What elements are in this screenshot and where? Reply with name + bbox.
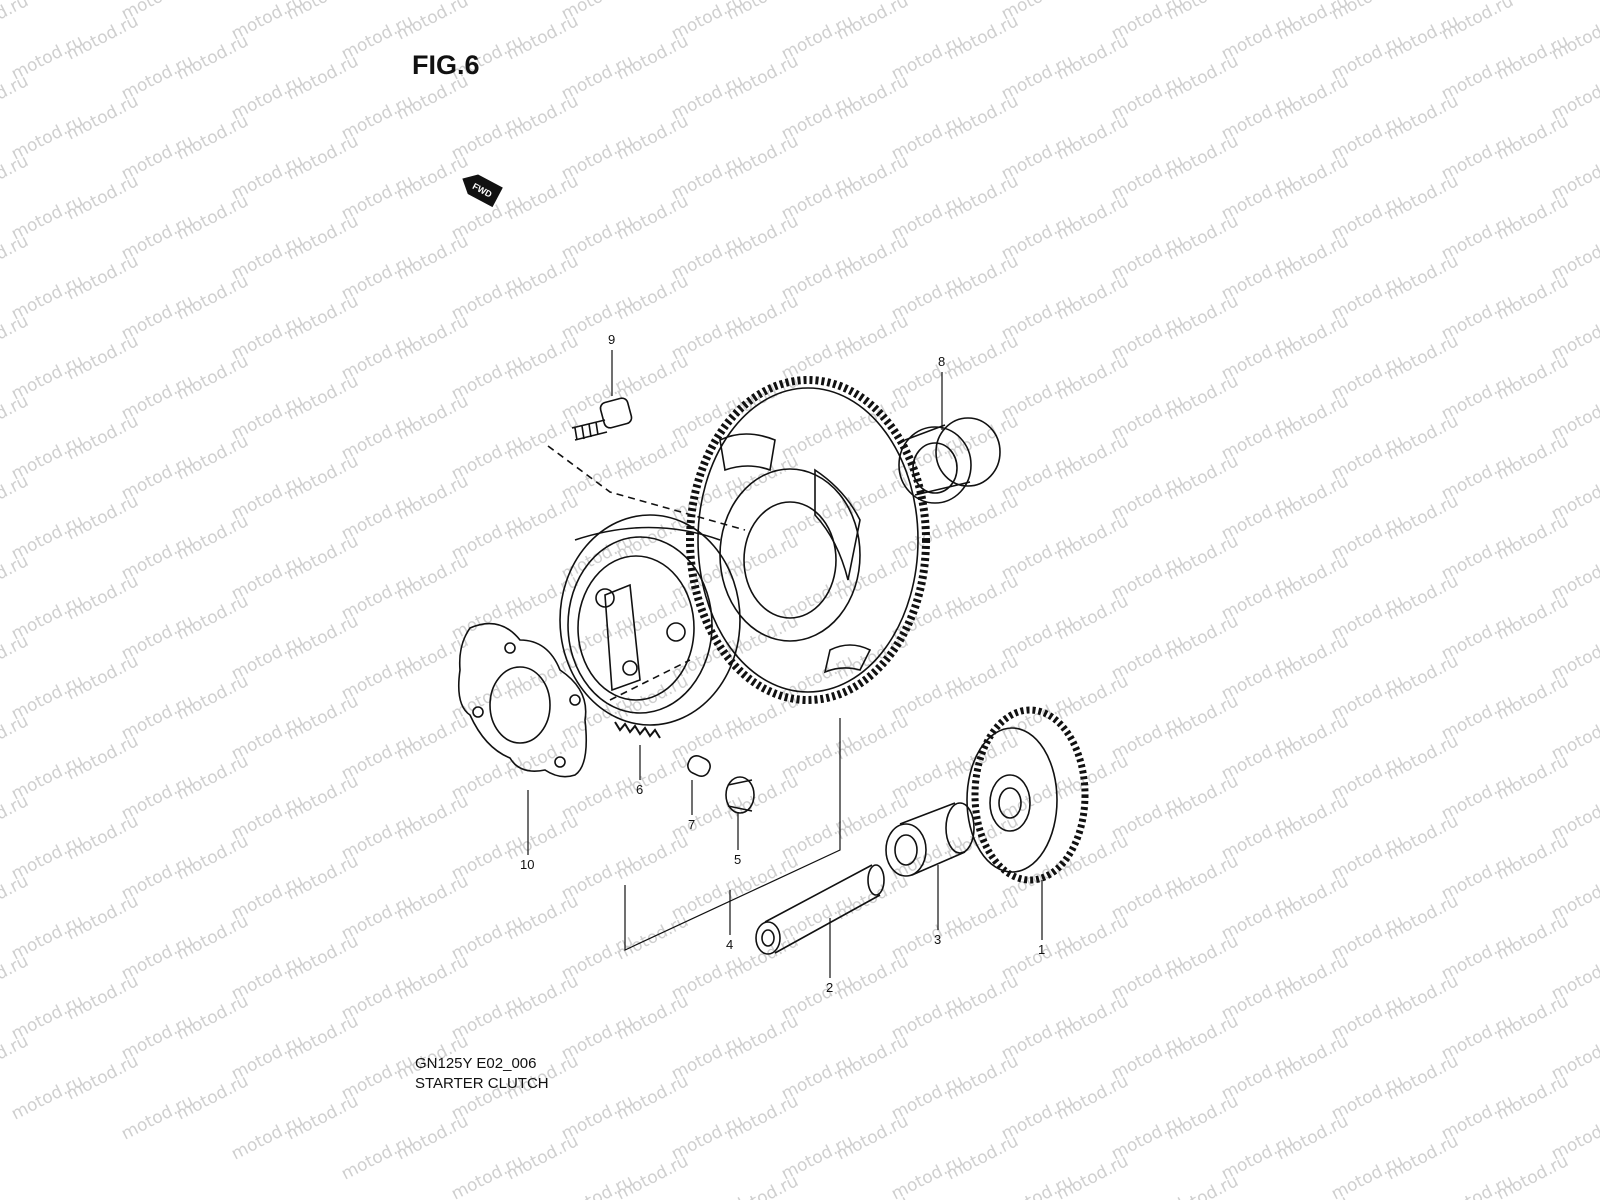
plate-part [457,622,588,778]
idle-gear [966,706,1089,884]
watermark-text: motod.ru [833,1191,912,1200]
watermark-text: motod.ru [0,0,32,44]
callout-5: 5 [734,852,741,867]
bushing-part [885,802,975,877]
needle-bearing-part [898,417,1001,504]
watermark-text: motod.ru [173,0,252,4]
callout-7: 7 [688,817,695,832]
leader-lines [527,350,1043,978]
callout-10: 10 [520,857,534,872]
callout-2: 2 [826,980,833,995]
watermark-text: motod.ru [1053,0,1132,4]
callout-3: 3 [934,932,941,947]
plunger-part [687,755,711,777]
callout-1: 1 [1038,942,1045,957]
diagram-name: STARTER CLUTCH [415,1075,549,1092]
starter-clutch-body [559,514,741,726]
diagram-code: GN125Y E02_006 [415,1055,537,1072]
spring-part [614,721,661,739]
bolt-part [571,397,633,441]
callout-4: 4 [726,937,733,952]
watermark-text: motod.ru [613,0,692,4]
shaft-part [755,864,885,955]
callout-8: 8 [938,354,945,369]
assembly-dash-line [609,659,691,701]
watermark-text: motod.ru [1273,1191,1352,1200]
watermark-text: motod.ru [1108,1191,1187,1200]
callout-6: 6 [636,782,643,797]
figure-title: FIG.6 [412,50,480,80]
watermark-text: motod.ru [1218,0,1297,4]
fwd-arrow-icon: FWD [462,174,503,208]
driven-gear [686,376,930,704]
roller-part [725,776,755,814]
callout-9: 9 [608,332,615,347]
watermark-text: motod.ru [1548,1191,1600,1200]
watermark-text: motod.ru [668,1191,747,1200]
